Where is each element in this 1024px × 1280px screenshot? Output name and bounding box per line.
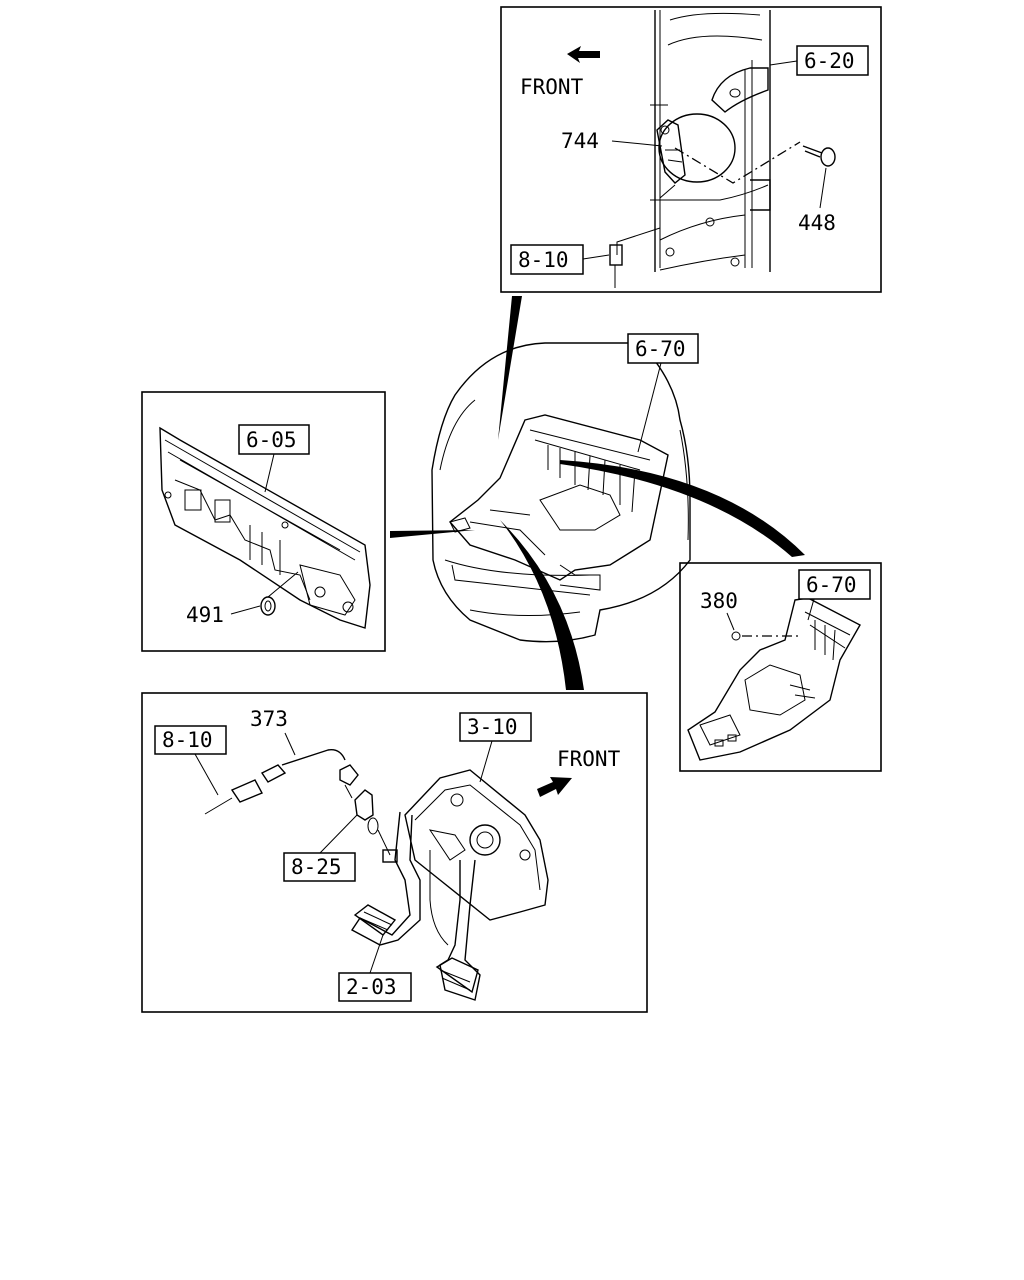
part-380-label: 380	[700, 589, 738, 613]
front-label: FRONT	[520, 75, 584, 99]
ref-8-10-bottom-label: 8-10	[162, 728, 213, 752]
ref-8-10-top-label: 8-10	[518, 248, 569, 272]
right-inset-frame	[679, 562, 882, 772]
bottom-inset-frame	[141, 692, 648, 1013]
leader-wedge-right	[560, 460, 805, 557]
ref-6-70-right-label: 6-70	[806, 573, 857, 597]
front-arrow-bottom-icon	[537, 777, 572, 797]
ref-6-70-center-label: 6-70	[635, 337, 686, 361]
ref-3-10-label: 3-10	[467, 715, 518, 739]
leader-wedge-bottom	[500, 520, 584, 690]
left-inset-frame	[141, 391, 386, 652]
part-373-label: 373	[250, 707, 288, 731]
ref-6-05-label: 6-05	[246, 428, 297, 452]
ref-8-25-label: 8-25	[291, 855, 342, 879]
cab-overview: 6-70	[431, 333, 699, 643]
part-491-label: 491	[186, 603, 224, 627]
top-inset: FRONT 6-20 744 448 8-10	[500, 6, 882, 293]
bottom-inset: FRONT 373 8-10 3-10 8-25 2-03	[141, 692, 648, 1013]
right-inset: 380 6-70	[679, 562, 882, 772]
front-label-bottom: FRONT	[557, 747, 621, 771]
front-arrow-icon	[567, 46, 600, 63]
top-inset-frame	[500, 6, 882, 293]
leader-wedge-top	[498, 296, 522, 440]
part-744-label: 744	[561, 129, 599, 153]
ref-2-03-label: 2-03	[346, 975, 397, 999]
left-inset: 6-05 491	[141, 391, 386, 652]
ref-6-20-label: 6-20	[804, 49, 855, 73]
part-448-label: 448	[798, 211, 836, 235]
